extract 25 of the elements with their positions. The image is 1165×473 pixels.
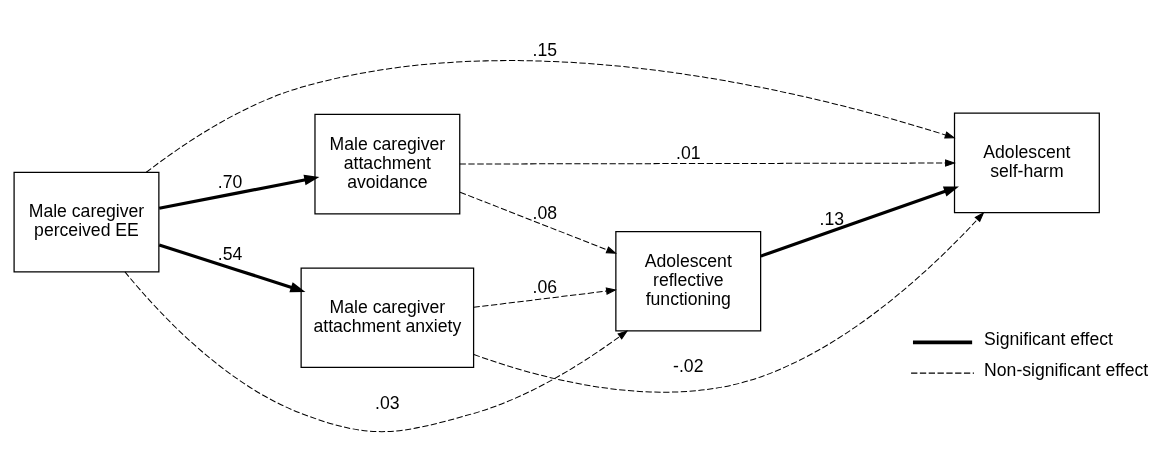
- arrow: [459, 191, 618, 254]
- edge-label: .13: [819, 208, 845, 229]
- arrow: [473, 211, 985, 393]
- arrow: [760, 185, 959, 258]
- arrow: [158, 242, 306, 292]
- legend-label: Significant effect: [984, 328, 1113, 349]
- node-box: Adolescent reflective functioning: [615, 230, 762, 332]
- edge-label: .70: [217, 171, 243, 192]
- edge-label: -.02: [673, 355, 704, 376]
- node-box: Adolescent self-harm: [953, 112, 1100, 213]
- node-box: Male caregiver perceived EE: [13, 171, 160, 272]
- arrow: [459, 158, 956, 167]
- edge-label: .08: [532, 202, 557, 223]
- arrow: [473, 286, 617, 308]
- node-box: Male caregiver attachment avoidance: [314, 113, 461, 214]
- arrow: [158, 174, 320, 210]
- node-box: Male caregiver attachment anxiety: [300, 266, 475, 368]
- edge-label: .54: [217, 243, 243, 264]
- edge-label: .01: [676, 142, 701, 163]
- arrow: [124, 270, 629, 432]
- legend-label: Non-significant effect: [984, 359, 1149, 380]
- edge-label: .06: [532, 276, 557, 297]
- edge-label: .15: [532, 39, 557, 60]
- arrow: [145, 60, 956, 173]
- edge-label: .03: [375, 392, 400, 413]
